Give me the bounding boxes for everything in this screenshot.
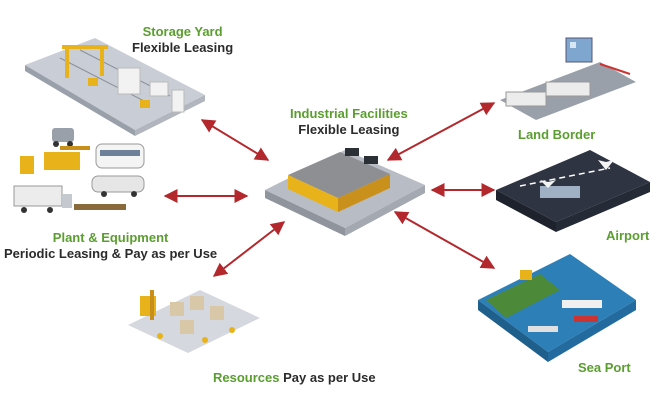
storage-yard-label: Storage Yard Flexible Leasing xyxy=(132,24,233,56)
plant-equipment-label: Plant & Equipment Periodic Leasing & Pay… xyxy=(4,230,217,262)
arrow-industrial-sea-port xyxy=(393,211,496,269)
sea-port-label: Sea Port xyxy=(578,360,631,375)
industrial-facilities-title: Industrial Facilities xyxy=(290,106,408,121)
airport-label: Airport xyxy=(606,228,650,243)
industrial-facilities-label: Industrial Facilities Flexible Leasing xyxy=(290,106,408,138)
industrial-facility-illustration xyxy=(265,148,425,236)
resources-label: Resources Pay as per Use xyxy=(213,370,376,386)
storage-yard-subtitle: Flexible Leasing xyxy=(132,40,234,55)
resources-illustration xyxy=(128,290,260,353)
arrow-industrial-land-border xyxy=(386,102,496,161)
land-border-illustration xyxy=(500,37,636,120)
airport-illustration xyxy=(496,150,650,232)
sea-port-illustration xyxy=(478,254,636,362)
plant-equipment-illustration xyxy=(13,128,145,213)
storage-yard-title: Storage Yard xyxy=(142,24,223,39)
industrial-facilities-subtitle: Flexible Leasing xyxy=(298,122,400,137)
plant-equipment-title: Plant & Equipment xyxy=(52,230,169,245)
arrow-industrial-storage-yard xyxy=(200,119,270,161)
land-border-label: Land Border xyxy=(518,127,596,142)
connection-arrows xyxy=(163,102,496,277)
resources-title: Resources xyxy=(213,370,280,385)
resources-subtitle: Pay as per Use xyxy=(283,370,376,385)
storage-yard-illustration xyxy=(25,38,205,136)
plant-equipment-subtitle: Periodic Leasing & Pay as per Use xyxy=(4,246,218,261)
arrow-industrial-resources xyxy=(212,221,286,277)
